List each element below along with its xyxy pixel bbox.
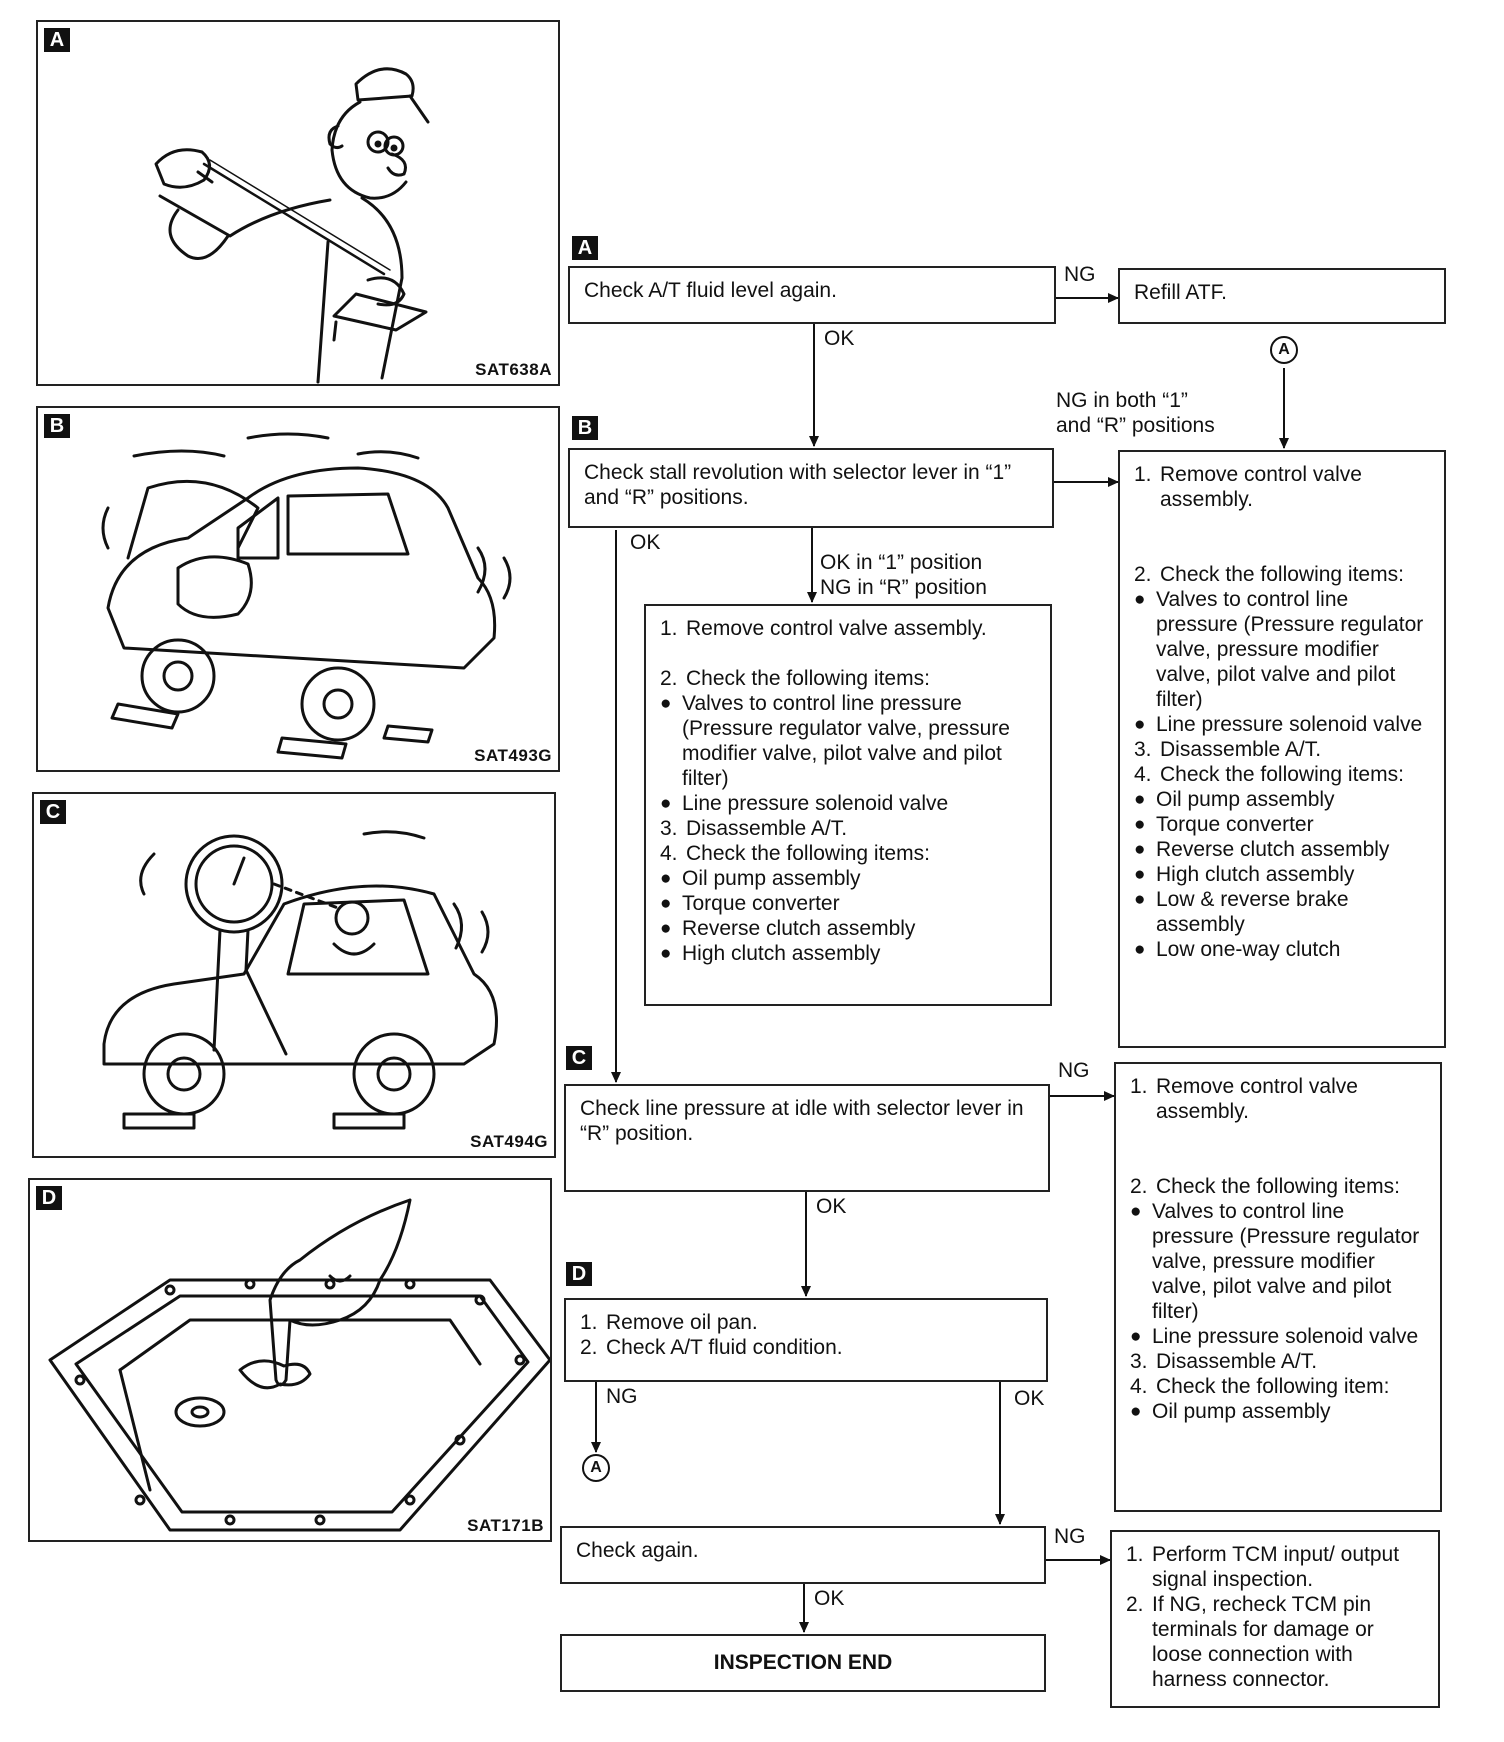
section-tag-a: A	[44, 28, 70, 52]
step: 1.Remove control valve assembly.	[1134, 463, 1362, 511]
label-ng-both-positions: NG in both “1”	[1056, 389, 1188, 412]
bullet-item: Oil pump assembly	[660, 866, 1036, 891]
bullet-item: High clutch assembly	[660, 941, 1036, 966]
step: 4.Check the following items: Oil pump as…	[1134, 762, 1430, 962]
bullet-item: Line pressure solenoid valve	[1130, 1324, 1426, 1349]
flow-tag-d: D	[566, 1262, 592, 1286]
step: 2.Check the following items: Valves to c…	[1130, 1174, 1426, 1349]
check-again-text: Check again.	[576, 1539, 699, 1562]
connector-a-symbol-top: A	[1270, 336, 1298, 364]
oil-pan-illustration	[48, 1198, 550, 1532]
inspection-end-box: INSPECTION END	[560, 1634, 1046, 1692]
bullet-item: Low one-way clutch	[1134, 937, 1430, 962]
check-again-box: Check again.	[560, 1526, 1046, 1584]
illustration-panel-d: D SAT171B	[28, 1178, 552, 1542]
step: 2.If NG, recheck TCM pin terminals for d…	[1126, 1593, 1374, 1691]
illustration-panel-c: C SAT494G	[32, 792, 556, 1158]
step: 2.Check A/T fluid condition.	[580, 1336, 843, 1359]
label-ng: NG	[1058, 1059, 1090, 1082]
bullet-item: Reverse clutch assembly	[660, 916, 1036, 941]
step: 2.Check the following items: Valves to c…	[1134, 562, 1430, 737]
line-pressure-check-box: Check line pressure at idle with selecto…	[564, 1084, 1050, 1192]
check-fluid-text: Check A/T fluid level again.	[584, 279, 837, 302]
bullet-item: Valves to control line pressure (Pressur…	[1130, 1199, 1426, 1324]
bullet-item: Reverse clutch assembly	[1134, 837, 1430, 862]
figure-code: SAT494G	[470, 1132, 548, 1151]
label-ng: NG	[1064, 263, 1096, 286]
inspection-end-text: INSPECTION END	[713, 1651, 893, 1674]
step: 4.Check the following items: Oil pump as…	[660, 841, 1036, 966]
stall-check-text: Check stall revolution with selector lev…	[584, 461, 1012, 509]
label-ng-both-positions: and “R” positions	[1056, 414, 1215, 437]
figure-code: SAT493G	[474, 746, 552, 765]
step: 1.Remove control valve assembly.	[660, 617, 987, 640]
bullet-item: Low & reverse brake assembly	[1134, 887, 1430, 937]
car-pressure-gauge-illustration	[102, 830, 498, 1130]
right-check-box-2: 1.Remove control valve assembly. 2.Check…	[1114, 1062, 1442, 1512]
oil-pan-box: 1.Remove oil pan. 2.Check A/T fluid cond…	[564, 1298, 1048, 1382]
step: 4.Check the following item: Oil pump ass…	[1130, 1374, 1426, 1424]
bullet-item: Oil pump assembly	[1130, 1399, 1426, 1424]
step: 1.Remove control valve assembly.	[1130, 1075, 1358, 1123]
bullet-item: High clutch assembly	[1134, 862, 1430, 887]
label-ok-in-1: OK in “1” position	[820, 551, 983, 574]
illustration-panel-a: A SAT638A	[36, 20, 560, 386]
bullet-item: Torque converter	[660, 891, 1036, 916]
connector-a-symbol-bottom: A	[582, 1454, 610, 1482]
label-ng: NG	[606, 1385, 638, 1408]
flow-tag-b: B	[572, 416, 598, 440]
label-ok: OK	[816, 1195, 847, 1218]
flow-tag-a: A	[572, 236, 598, 260]
step: 3.Disassemble A/T.	[660, 817, 848, 840]
illustration-panel-b: B SAT493G	[36, 406, 560, 772]
stall-check-box: Check stall revolution with selector lev…	[568, 448, 1054, 528]
bullet-item: Torque converter	[1134, 812, 1430, 837]
step: 3.Disassemble A/T.	[1134, 738, 1322, 761]
check-fluid-box: Check A/T fluid level again.	[568, 266, 1056, 324]
bullet-item: Valves to control line pressure (Pressur…	[1134, 587, 1430, 712]
bullet-item: Oil pump assembly	[1134, 787, 1430, 812]
label-ok: OK	[824, 327, 855, 350]
middle-check-box: 1.Remove control valve assembly. 2.Check…	[644, 604, 1052, 1006]
flow-tag-c: C	[566, 1046, 592, 1070]
refill-atf-text: Refill ATF.	[1134, 281, 1227, 304]
step: 3.Disassemble A/T.	[1130, 1350, 1318, 1373]
figure-code: SAT171B	[467, 1516, 544, 1535]
bullet-item: Valves to control line pressure (Pressur…	[660, 691, 1036, 791]
figure-code: SAT638A	[475, 360, 552, 379]
label-ng: NG	[1054, 1525, 1086, 1548]
section-tag-c: C	[40, 800, 66, 824]
section-tag-d: D	[36, 1186, 62, 1210]
right-check-box-1: 1.Remove control valve assembly. 2.Check…	[1118, 450, 1446, 1048]
tcm-inspection-box: 1.Perform TCM input/ output signal inspe…	[1110, 1530, 1440, 1708]
label-ok: OK	[814, 1587, 845, 1610]
label-ok: OK	[630, 531, 661, 554]
mechanic-dipstick-illustration	[154, 67, 430, 384]
label-ok: OK	[1014, 1387, 1045, 1410]
line-pressure-check-text: Check line pressure at idle with selecto…	[580, 1097, 1024, 1145]
bullet-item: Line pressure solenoid valve	[660, 791, 1036, 816]
car-stall-test-illustration	[101, 432, 512, 760]
step: 2.Check the following items: Valves to c…	[660, 666, 1036, 816]
label-ng-in-r: NG in “R” position	[820, 576, 987, 599]
step: 1.Remove oil pan.	[580, 1311, 758, 1334]
step: 1.Perform TCM input/ output signal inspe…	[1126, 1543, 1400, 1591]
section-tag-b: B	[44, 414, 70, 438]
bullet-item: Line pressure solenoid valve	[1134, 712, 1430, 737]
refill-atf-box: Refill ATF.	[1118, 268, 1446, 324]
